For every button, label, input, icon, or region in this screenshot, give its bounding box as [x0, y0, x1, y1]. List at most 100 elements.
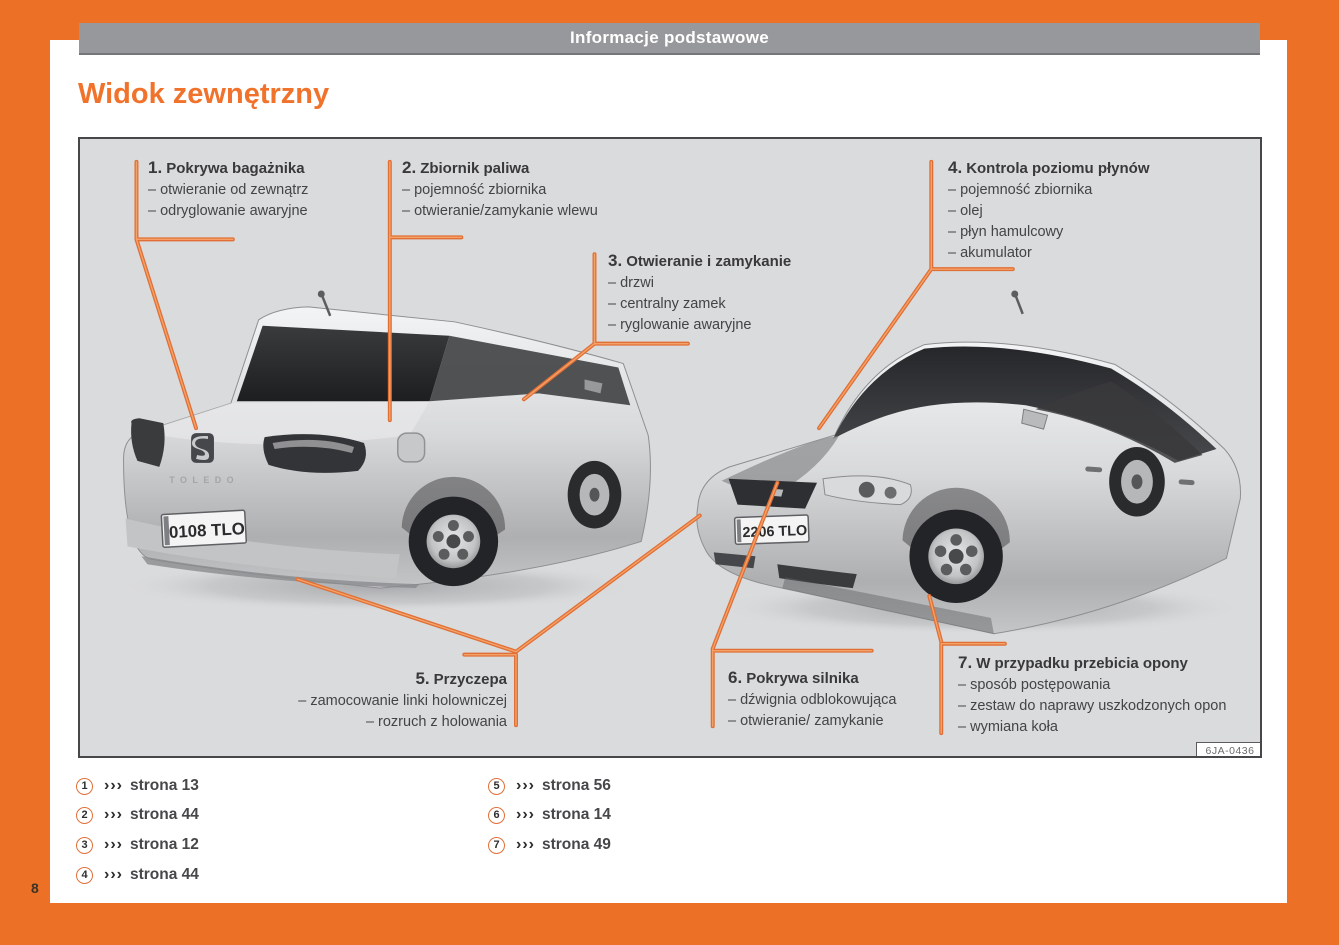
chapter-header-bar: Informacje podstawowe [79, 23, 1260, 55]
callout-4-title: 4.Kontrola poziomu płynów [948, 157, 1150, 180]
side-windows [1035, 381, 1203, 463]
car-rear-view: TOLEDO 0108 TLO [119, 290, 651, 612]
callout-line-3-core [523, 253, 689, 401]
callout-line-7-core [928, 595, 1006, 734]
callout-7-item: – zestaw do naprawy uszkodzonych opon [958, 698, 1227, 714]
ref-arrow-icon: ››› [516, 806, 535, 823]
antenna [321, 295, 332, 317]
front-wheel-far [567, 460, 622, 529]
ref-number-circle: 7 [488, 836, 505, 854]
plate-euroband [163, 516, 170, 546]
ref-number-circle: 1 [76, 777, 93, 795]
callout-1: 1.Pokrywa bagażnika – otwieranie od zewn… [148, 157, 308, 222]
ref-page-label: strona 12 [129, 836, 199, 853]
callout-2-number: 2. [402, 158, 417, 177]
ref-item-7: 7 ››› strona 49 [488, 836, 611, 854]
rear-plate-text: 0108 TLO [168, 519, 245, 542]
wheel-arch [902, 487, 1010, 552]
ref-page-label: strona 14 [541, 806, 611, 823]
headlight-lens [858, 481, 875, 498]
callout-1-number: 1. [148, 158, 163, 177]
ref-number-circle: 4 [76, 866, 93, 884]
callout-7: 7.W przypadku przebicia opony – sposób p… [958, 652, 1226, 738]
chapter-header-text: Informacje podstawowe [569, 28, 769, 47]
callout-6: 6.Pokrywa silnika – dźwignia odblokowują… [728, 667, 896, 732]
callout-6-item: – dźwignia odblokowująca [728, 692, 897, 708]
callout-7-title: 7.W przypadku przebicia opony [958, 652, 1226, 675]
figure-code-badge: 6JA-0436 [1196, 742, 1260, 757]
callout-3-title: 3.Otwieranie i zamykanie [608, 250, 791, 273]
car-front-view: 2206 TLO [696, 290, 1245, 635]
antenna-tip [317, 290, 325, 298]
callout-5-title: 5.Przyczepa [272, 668, 507, 691]
hood-shade [721, 436, 839, 492]
callout-line-2-core [389, 161, 463, 421]
callout-7-heading: W przypadku przebicia opony [976, 655, 1188, 672]
callout-2-item: – pojemność zbiornika [402, 182, 547, 198]
callout-3-item: – drzwi [608, 275, 654, 291]
headlight-lens-2 [884, 486, 897, 499]
ref-arrow-icon: ››› [104, 866, 123, 883]
ref-item-3: 3 ››› strona 12 [76, 836, 199, 854]
ref-page-label: strona 56 [541, 777, 611, 794]
fuel-filler-cap [397, 432, 426, 463]
ref-item-2: 2 ››› strona 44 [76, 806, 199, 824]
callout-line-1-core [135, 161, 234, 429]
trunk-deck [141, 401, 430, 445]
callout-7-item: – sposób postępowania [958, 677, 1111, 693]
callout-1-heading: Pokrywa bagażnika [166, 160, 305, 177]
callout-2-item: – otwieranie/zamykanie wlewu [402, 203, 598, 219]
taillight-right [263, 434, 366, 473]
callout-1-item: – otwieranie od zewnątrz [148, 182, 309, 198]
callout-5-item: – rozruch z holowania [365, 714, 507, 730]
callout-5: 5.Przyczepa – zamocowanie linki holownic… [272, 668, 507, 733]
page-title: Widok zewnętrzny [78, 78, 330, 110]
callout-6-item: – otwieranie/ zamykanie [728, 713, 884, 729]
ref-arrow-icon: ››› [516, 777, 535, 794]
callout-3: 3.Otwieranie i zamykanie – drzwi – centr… [608, 250, 791, 336]
rear-window [236, 325, 450, 402]
callout-4-heading: Kontrola poziomu płynów [966, 160, 1150, 177]
callout-4-item: – olej [948, 203, 983, 219]
figure-canvas: TOLEDO 0108 TLO [119, 159, 1245, 736]
figure-code-text: 6JA-0436 [1205, 744, 1255, 757]
plate-euroband [736, 519, 742, 543]
ref-page-label: strona 49 [541, 836, 611, 853]
rear-license-plate [160, 509, 248, 548]
ref-number-circle: 3 [76, 836, 93, 854]
ref-item-1: 1 ››› strona 13 [76, 777, 199, 795]
callout-4-item: – pojemność zbiornika [948, 182, 1093, 198]
callout-5-heading: Przyczepa [433, 671, 507, 688]
ref-arrow-icon: ››› [104, 777, 123, 794]
ref-item-6: 6 ››› strona 14 [488, 806, 611, 824]
ref-number-circle: 2 [76, 806, 93, 824]
callout-3-item: – centralny zamek [608, 296, 726, 312]
ref-page-label: strona 13 [129, 777, 199, 794]
callout-3-number: 3. [608, 251, 623, 270]
ref-item-5: 5 ››› strona 56 [488, 777, 611, 795]
callout-6-number: 6. [728, 668, 743, 687]
callout-6-heading: Pokrywa silnika [746, 670, 859, 687]
seat-logo-s [191, 435, 210, 461]
front-plate-text: 2206 TLO [742, 523, 807, 541]
callout-3-heading: Otwieranie i zamykanie [626, 253, 792, 270]
callout-line-6-core [712, 482, 873, 727]
side-windows [429, 335, 631, 406]
ref-item-4: 4 ››› strona 44 [76, 866, 199, 884]
callout-1-item: – odryglowanie awaryjne [148, 203, 308, 219]
exterior-view-figure: TOLEDO 0108 TLO [78, 137, 1262, 758]
door-handle-front [1085, 466, 1103, 473]
callout-4: 4.Kontrola poziomu płynów – pojemność zb… [948, 157, 1150, 264]
side-mirror [1021, 408, 1049, 430]
page-number: 8 [31, 880, 39, 896]
wheel-arch [401, 476, 506, 538]
callout-4-item: – akumulator [948, 245, 1032, 261]
antenna [1014, 295, 1024, 315]
callout-7-number: 7. [958, 653, 973, 672]
callout-5-number: 5. [415, 669, 430, 688]
callout-2: 2.Zbiornik paliwa – pojemność zbiornika … [402, 157, 598, 222]
taillight-left [131, 418, 165, 467]
callout-line-5-core [296, 514, 701, 726]
callout-2-heading: Zbiornik paliwa [420, 160, 530, 177]
